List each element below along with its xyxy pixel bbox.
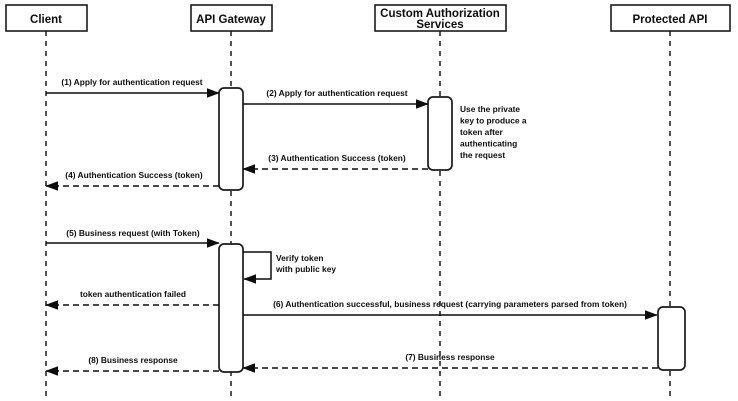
participant-box-client[interactable] bbox=[5, 4, 88, 32]
message-label-msg-token-failed: token authentication failed bbox=[80, 289, 186, 299]
message-label-msg-3: (3) Authentication Success (token) bbox=[268, 153, 406, 163]
self-message-label-line2: with public key bbox=[275, 264, 336, 274]
activation-bar-protected-api-activation[interactable] bbox=[657, 306, 686, 371]
messages-layer: (1) Apply for authentication request (2) … bbox=[45, 77, 658, 376]
activations-layer bbox=[218, 87, 686, 373]
self-message-verify-token-self-loop[interactable] bbox=[243, 251, 272, 284]
activation-bar-gateway-auth-activation[interactable] bbox=[218, 87, 244, 191]
participant-box-protected-api[interactable] bbox=[610, 4, 731, 32]
note-private-key-note-line-2: key to produce a bbox=[460, 116, 527, 126]
participant-headers-layer: Client API Gateway Custom AuthorizationSer… bbox=[5, 4, 731, 32]
message-label-msg-1: (1) Apply for authentication request bbox=[61, 77, 202, 87]
note-private-key-note-line-5: the request bbox=[460, 150, 505, 160]
participant-label-custom-authorization-services: Custom Authorization bbox=[380, 8, 500, 20]
message-label-msg-2: (2) Apply for authentication request bbox=[266, 88, 407, 98]
self-message-label-line1: Verify token bbox=[276, 253, 323, 263]
participant-label-protected-api: Protected API bbox=[633, 14, 708, 26]
message-label-msg-8: (8) Business response bbox=[88, 355, 178, 365]
participant-label-custom-authorization-services-line2: Services bbox=[416, 19, 463, 31]
message-label-msg-4: (4) Authentication Success (token) bbox=[65, 170, 203, 180]
message-label-msg-6: (6) Authentication successful, business … bbox=[273, 299, 627, 309]
note-private-key-note-line-4: authenticating bbox=[460, 139, 517, 149]
participant-label-api-gateway: API Gateway bbox=[196, 14, 266, 26]
activation-bar-auth-service-activation[interactable] bbox=[427, 96, 453, 171]
participant-label-client: Client bbox=[30, 14, 62, 26]
message-label-msg-7: (7) Business response bbox=[405, 352, 495, 362]
note-private-key-note-line-3: token after bbox=[460, 127, 504, 137]
message-label-msg-5: (5) Business request (with Token) bbox=[66, 228, 200, 238]
participant-box-custom-authorization-services[interactable] bbox=[374, 4, 507, 32]
activation-bar-gateway-business-activation[interactable] bbox=[218, 243, 244, 373]
note-private-key-note-line-1: Use the private bbox=[460, 104, 520, 114]
participant-box-api-gateway[interactable] bbox=[190, 4, 273, 32]
